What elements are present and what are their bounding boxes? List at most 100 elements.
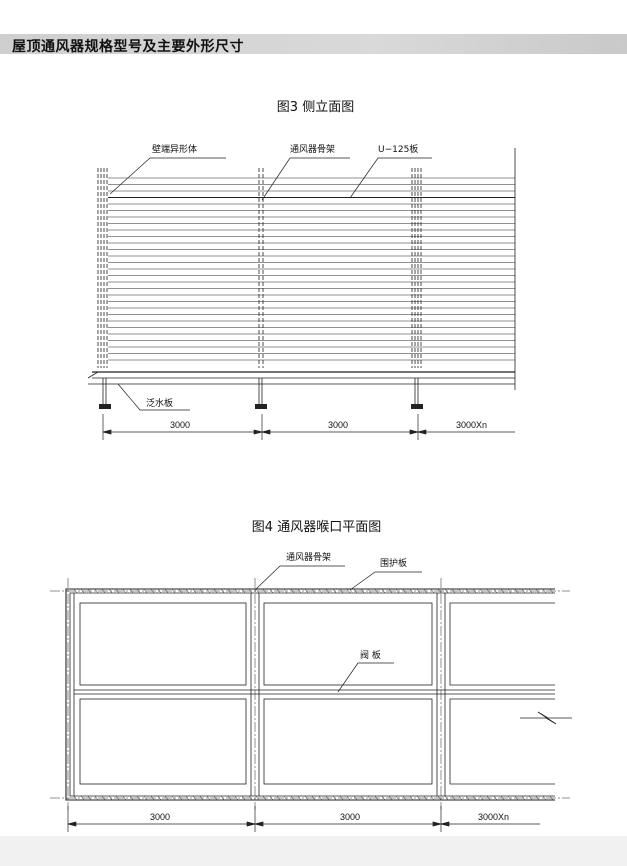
- guard-tick: [255, 795, 260, 801]
- fig3-support-feet: [99, 404, 423, 409]
- guard-tick: [206, 588, 211, 594]
- guard-tick: [423, 588, 428, 594]
- guard-tick: [262, 588, 267, 594]
- guard-tick: [115, 588, 120, 594]
- guard-tick: [171, 795, 176, 801]
- guard-tick: [185, 795, 190, 801]
- valve-panel-3: [449, 602, 555, 686]
- guard-tick: [178, 795, 183, 801]
- guard-tick: [262, 795, 267, 801]
- fig4-outer-frame: [65, 588, 555, 801]
- guard-tick: [227, 588, 232, 594]
- guard-tick: [248, 588, 253, 594]
- guard-tick: [171, 588, 176, 594]
- section-title: 屋顶通风器规格型号及主要外形尺寸: [12, 39, 244, 55]
- guard-tick: [206, 795, 211, 801]
- guard-tick: [178, 588, 183, 594]
- guard-tick: [227, 795, 232, 801]
- guard-tick: [297, 795, 302, 801]
- guard-tick: [521, 588, 526, 594]
- guard-tick: [325, 588, 330, 594]
- guard-tick: [360, 795, 365, 801]
- guard-tick: [514, 588, 519, 594]
- guard-tick: [402, 588, 407, 594]
- guard-tick: [486, 795, 491, 801]
- guard-tick: [73, 588, 78, 594]
- valve-panel-5: [263, 698, 433, 785]
- guard-tick: [444, 795, 449, 801]
- guard-tick: [269, 795, 274, 801]
- guard-tick: [465, 588, 470, 594]
- guard-tick: [388, 795, 393, 801]
- guard-tick: [290, 588, 295, 594]
- fig4-guard-ticks: [73, 588, 554, 801]
- guard-tick: [157, 588, 162, 594]
- guard-tick: [297, 588, 302, 594]
- fig4-dim-2: 3000: [340, 812, 360, 822]
- guard-tick: [409, 588, 414, 594]
- guard-tick: [80, 795, 85, 801]
- fig4-label-guard: 围护板: [380, 557, 407, 569]
- guard-tick: [521, 795, 526, 801]
- guard-tick: [304, 795, 309, 801]
- guard-tick: [507, 588, 512, 594]
- page-footer-strip: [0, 836, 627, 866]
- guard-tick: [339, 795, 344, 801]
- guard-tick: [241, 588, 246, 594]
- guard-tick: [234, 795, 239, 801]
- guard-tick: [318, 588, 323, 594]
- guard-tick: [325, 795, 330, 801]
- guard-tick: [528, 795, 533, 801]
- guard-tick: [255, 588, 260, 594]
- guard-tick: [493, 795, 498, 801]
- guard-tick: [416, 588, 421, 594]
- guard-tick: [395, 588, 400, 594]
- guard-tick: [192, 588, 197, 594]
- fig4-dimension-line: [67, 806, 540, 832]
- guard-tick: [367, 795, 372, 801]
- valve-panel-2: [263, 602, 433, 686]
- guard-tick: [353, 795, 358, 801]
- fig4-throat-plan: [50, 565, 572, 832]
- guard-tick: [304, 588, 309, 594]
- guard-tick: [136, 588, 141, 594]
- fig4-label-valve: 阀 板: [360, 649, 381, 661]
- valve-panel-6: [449, 698, 555, 785]
- fig3-frame-col-3: [411, 168, 422, 368]
- guard-tick: [332, 588, 337, 594]
- guard-tick: [129, 588, 134, 594]
- guard-tick: [514, 795, 519, 801]
- guard-tick: [150, 588, 155, 594]
- guard-tick: [213, 588, 218, 594]
- guard-tick: [374, 588, 379, 594]
- guard-tick: [276, 588, 281, 594]
- guard-tick: [381, 588, 386, 594]
- guard-tick: [395, 795, 400, 801]
- guard-tick: [199, 588, 204, 594]
- guard-tick: [318, 795, 323, 801]
- fig4-valve-panels: [79, 602, 555, 785]
- fig4-leaders: [254, 565, 422, 693]
- guard-tick: [458, 795, 463, 801]
- valve-panel-1: [79, 602, 247, 686]
- guard-tick: [108, 588, 113, 594]
- guard-tick: [213, 795, 218, 801]
- guard-tick: [381, 795, 386, 801]
- guard-tick: [220, 795, 225, 801]
- guard-tick: [486, 588, 491, 594]
- guard-tick: [339, 588, 344, 594]
- guard-tick: [409, 795, 414, 801]
- fig4-break-symbol: [520, 711, 572, 725]
- guard-tick: [164, 795, 169, 801]
- guard-tick: [416, 795, 421, 801]
- guard-tick: [136, 795, 141, 801]
- guard-tick: [451, 588, 456, 594]
- fig3-dim-3: 3000Xn: [456, 420, 487, 430]
- guard-tick: [437, 795, 442, 801]
- guard-tick: [549, 588, 554, 594]
- fig3-dim-2: 3000: [328, 420, 348, 430]
- fig3-label-flashing: 泛水板: [146, 397, 173, 409]
- guard-tick: [157, 795, 162, 801]
- guard-tick: [164, 588, 169, 594]
- fig4-dim-1: 3000: [150, 812, 170, 822]
